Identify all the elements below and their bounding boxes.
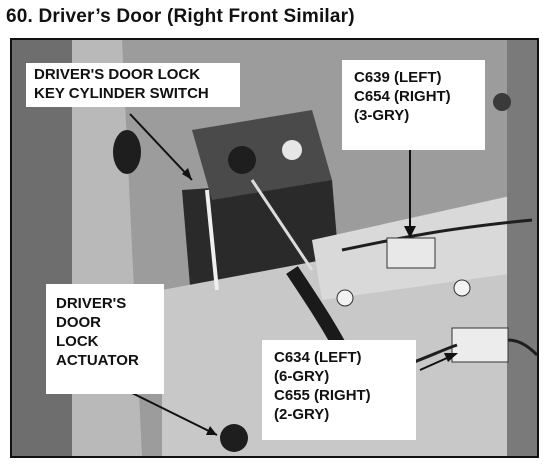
- callout-upper-connector: C639 (LEFT) C654 (RIGHT) (3-GRY): [342, 60, 485, 150]
- callout-line: KEY CYLINDER SWITCH: [34, 85, 209, 102]
- callout-lock-key-cylinder-switch: DRIVER'S DOOR LOCK KEY CYLINDER SWITCH: [26, 63, 240, 107]
- callout-line: (2-GRY): [274, 406, 330, 423]
- callout-line: C634 (LEFT): [274, 349, 362, 366]
- callout-line: ACTUATOR: [56, 352, 139, 369]
- callout-line: C639 (LEFT): [354, 69, 442, 86]
- figure-heading: 60. Driver’s Door (Right Front Similar): [6, 6, 355, 27]
- callout-line: DRIVER'S DOOR LOCK: [34, 66, 201, 83]
- callout-line: DRIVER'S: [56, 295, 127, 312]
- callout-line: C655 (RIGHT): [274, 387, 371, 404]
- callout-door-lock-actuator: DRIVER'S DOOR LOCK ACTUATOR: [46, 284, 164, 394]
- callout-line: C654 (RIGHT): [354, 88, 451, 105]
- callout-line: DOOR: [56, 314, 101, 331]
- callout-line: LOCK: [56, 333, 99, 350]
- callout-line: (3-GRY): [354, 107, 410, 124]
- callout-lower-connector: C634 (LEFT) (6-GRY) C655 (RIGHT) (2-GRY): [262, 340, 416, 440]
- callout-line: (6-GRY): [274, 368, 330, 385]
